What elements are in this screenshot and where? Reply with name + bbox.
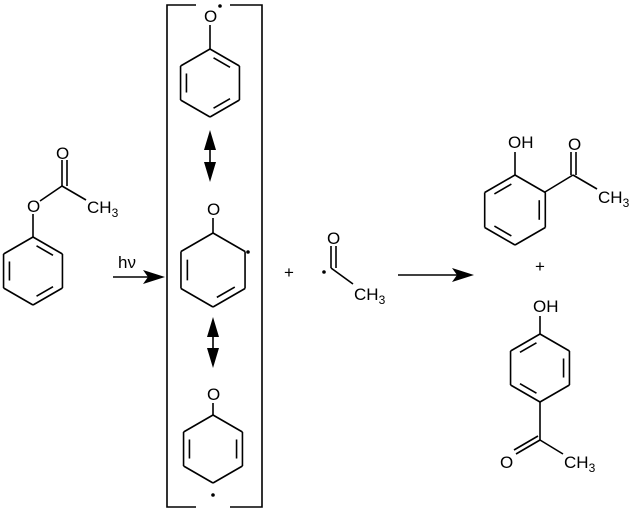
ring-ortho-product	[483, 174, 547, 246]
ring-bond	[212, 287, 246, 308]
methyl-label: CH3	[87, 198, 119, 220]
carbonyl-oxygen-label: O	[56, 144, 69, 163]
ring-double-bond	[36, 245, 54, 257]
para-radical: O	[207, 385, 220, 497]
ortho-radical: O	[207, 200, 250, 254]
ring-bond	[510, 384, 541, 403]
ring-bond	[539, 333, 570, 352]
ring-bond	[209, 48, 240, 67]
ring-bond	[183, 465, 214, 484]
methyl-label: CH3	[564, 453, 596, 475]
bond	[539, 439, 564, 455]
resonance-arrow	[204, 130, 216, 182]
right-bracket	[230, 4, 263, 508]
ring-bond	[514, 174, 546, 194]
bond	[330, 267, 354, 285]
left-bracket	[166, 4, 196, 508]
arrowhead	[452, 268, 474, 282]
bond	[39, 185, 63, 202]
ring-para-product	[509, 333, 571, 403]
plus-sign: +	[535, 257, 545, 276]
oxygen-label: O	[568, 135, 581, 154]
oxygen-label: O	[327, 229, 340, 248]
reaction-arrow	[398, 268, 474, 282]
ring-bond	[32, 287, 63, 306]
light-arrow: hν	[113, 253, 165, 284]
ring-bond	[212, 465, 243, 484]
ring-double-bond	[213, 97, 231, 109]
ring-double-bond	[36, 285, 54, 297]
radical-dot	[218, 4, 222, 8]
ring-double-bond	[493, 225, 512, 237]
ring-bond	[484, 174, 516, 194]
phenoxy-radical: O	[204, 4, 222, 49]
ring-double-bond	[519, 342, 537, 354]
oxygen-label: O	[207, 200, 220, 219]
ring-para-radical	[182, 414, 244, 484]
ring-bond	[183, 414, 214, 433]
ring-bond	[510, 333, 541, 352]
ring-phenyl-acetate	[2, 236, 64, 306]
bond	[572, 174, 598, 190]
oxygen-label: O	[500, 453, 513, 472]
bond	[61, 185, 87, 201]
ring-double-bond	[493, 183, 512, 195]
methyl-label: CH3	[598, 188, 630, 210]
ring-bond	[539, 384, 570, 403]
ring-bond	[484, 226, 516, 246]
bond	[513, 435, 539, 451]
ring-bond	[180, 287, 214, 308]
light-label: hν	[118, 253, 136, 272]
acetyl-radical: O CH3	[322, 229, 386, 307]
double-arrowhead	[207, 317, 219, 368]
ring-bond	[514, 226, 546, 246]
radical-dot	[246, 250, 250, 254]
ring-bond	[3, 236, 34, 255]
ester-oxygen-label: O	[27, 197, 40, 216]
bond	[544, 174, 574, 193]
plus-sign: +	[284, 263, 294, 282]
bond	[515, 439, 541, 455]
ring-double-bond	[216, 286, 236, 299]
hydroxyl-label: OH	[508, 133, 534, 152]
radical-dot	[211, 493, 215, 497]
resonance-brackets	[166, 4, 263, 508]
resonance-arrow	[207, 317, 219, 368]
methyl-label: CH3	[354, 285, 386, 307]
rings-layer	[2, 48, 571, 484]
ring-bond	[3, 287, 34, 306]
oxygen-label: O	[204, 7, 217, 26]
hydroxyl-label: OH	[533, 297, 559, 316]
ring-bond	[180, 232, 214, 253]
ring-double-bond	[213, 57, 231, 69]
ring-bond	[180, 99, 211, 118]
ring-bond	[180, 48, 211, 67]
ring-bond	[209, 99, 240, 118]
radical-dot	[322, 270, 326, 274]
oxygen-label: O	[207, 385, 220, 404]
ring-ortho-radical	[180, 232, 246, 308]
arrowhead	[143, 270, 165, 284]
phenyl-acetate: O O CH3	[27, 144, 119, 237]
ring-double-bond	[519, 382, 537, 394]
ring-phenoxy	[179, 48, 241, 118]
double-arrowhead	[204, 130, 216, 182]
para-hydroxyacetophenone: OH O CH3	[500, 297, 596, 475]
ortho-hydroxyacetophenone: OH O CH3	[508, 133, 630, 210]
ring-bond	[32, 236, 63, 255]
ring-bond	[212, 414, 243, 433]
ring-bond	[212, 232, 246, 253]
